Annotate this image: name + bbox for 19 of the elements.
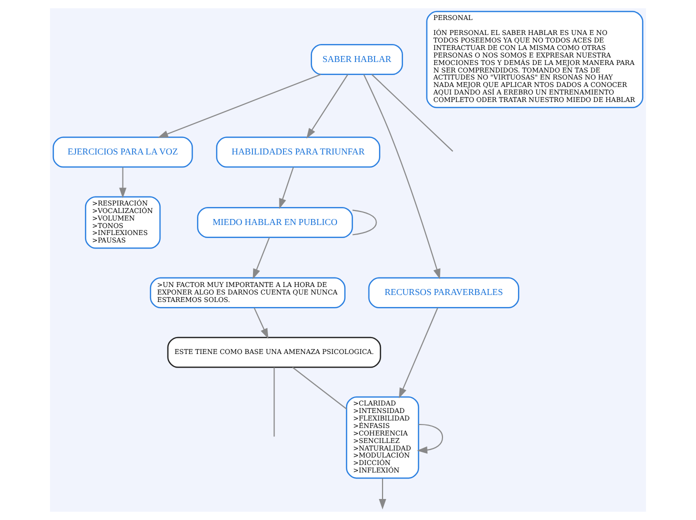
arrow	[252, 237, 270, 280]
arrow	[279, 167, 294, 209]
connector	[352, 210, 377, 236]
arrow	[254, 308, 268, 339]
arrow	[378, 478, 386, 510]
arrow	[158, 74, 321, 138]
arrow	[119, 167, 126, 198]
node-box: HABILIDADES PARA TRIUNFAR	[216, 136, 380, 168]
node-box: EJERCICIOS PARA LA VOZ	[52, 136, 193, 168]
arrow	[398, 308, 438, 398]
arrow	[306, 74, 348, 139]
connector	[292, 366, 347, 410]
node-box: RECURSOS PARAVERBALES	[368, 277, 520, 308]
arrow	[416, 424, 444, 454]
node-box: SABER HABLAR	[310, 44, 403, 76]
connector	[274, 367, 275, 437]
arrow	[363, 74, 440, 280]
connector	[372, 74, 454, 152]
node-box: MIEDO HABLAR EN PUBLICO	[197, 206, 353, 238]
